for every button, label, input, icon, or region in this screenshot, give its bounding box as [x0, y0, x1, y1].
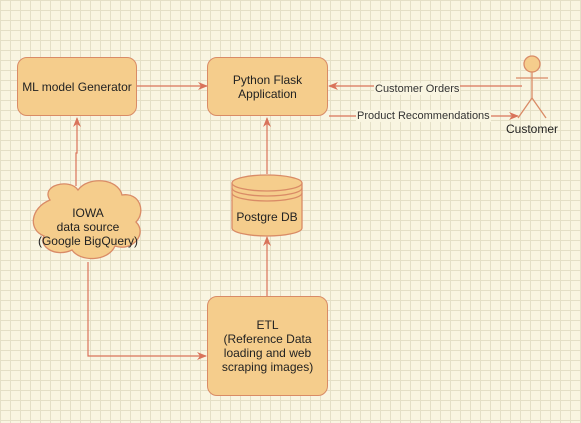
- python-flask-app-label: Python Flask Application: [232, 72, 303, 101]
- ml-model-generator-label: ML model Generator: [22, 79, 132, 94]
- iowa-source-label: IOWA data source (Google BigQuery): [30, 206, 146, 248]
- etl-label-line-2: (Reference Data: [223, 332, 312, 346]
- etl-node: ETL (Reference Data loading and web scra…: [207, 296, 328, 396]
- etl-label-line-1: ETL: [256, 318, 279, 332]
- iowa-cloud-shape: [32, 180, 142, 260]
- postgres-cylinder-shape: [231, 174, 303, 237]
- python-flask-app-node: Python Flask Application: [207, 57, 328, 116]
- postgres-label: Postgre DB: [236, 210, 298, 224]
- iowa-label-line-2: data source: [56, 220, 120, 234]
- edge-iowa-to-etl: [87, 262, 207, 360]
- customer-actor-icon: [516, 55, 548, 119]
- product-recommendations-label: Product Recommendations: [356, 110, 491, 122]
- edge-iowa-to-ml: [73, 117, 81, 186]
- etl-label-line-3: loading and web: [223, 346, 312, 360]
- iowa-label-line-3: (Google BigQuery): [37, 234, 139, 248]
- etl-label-line-4: scraping images): [221, 360, 314, 374]
- ml-model-generator-node: ML model Generator: [17, 57, 137, 116]
- iowa-label-line-1: IOWA: [72, 206, 104, 220]
- customer-orders-label: Customer Orders: [374, 83, 461, 95]
- customer-actor-label: Customer: [505, 122, 558, 136]
